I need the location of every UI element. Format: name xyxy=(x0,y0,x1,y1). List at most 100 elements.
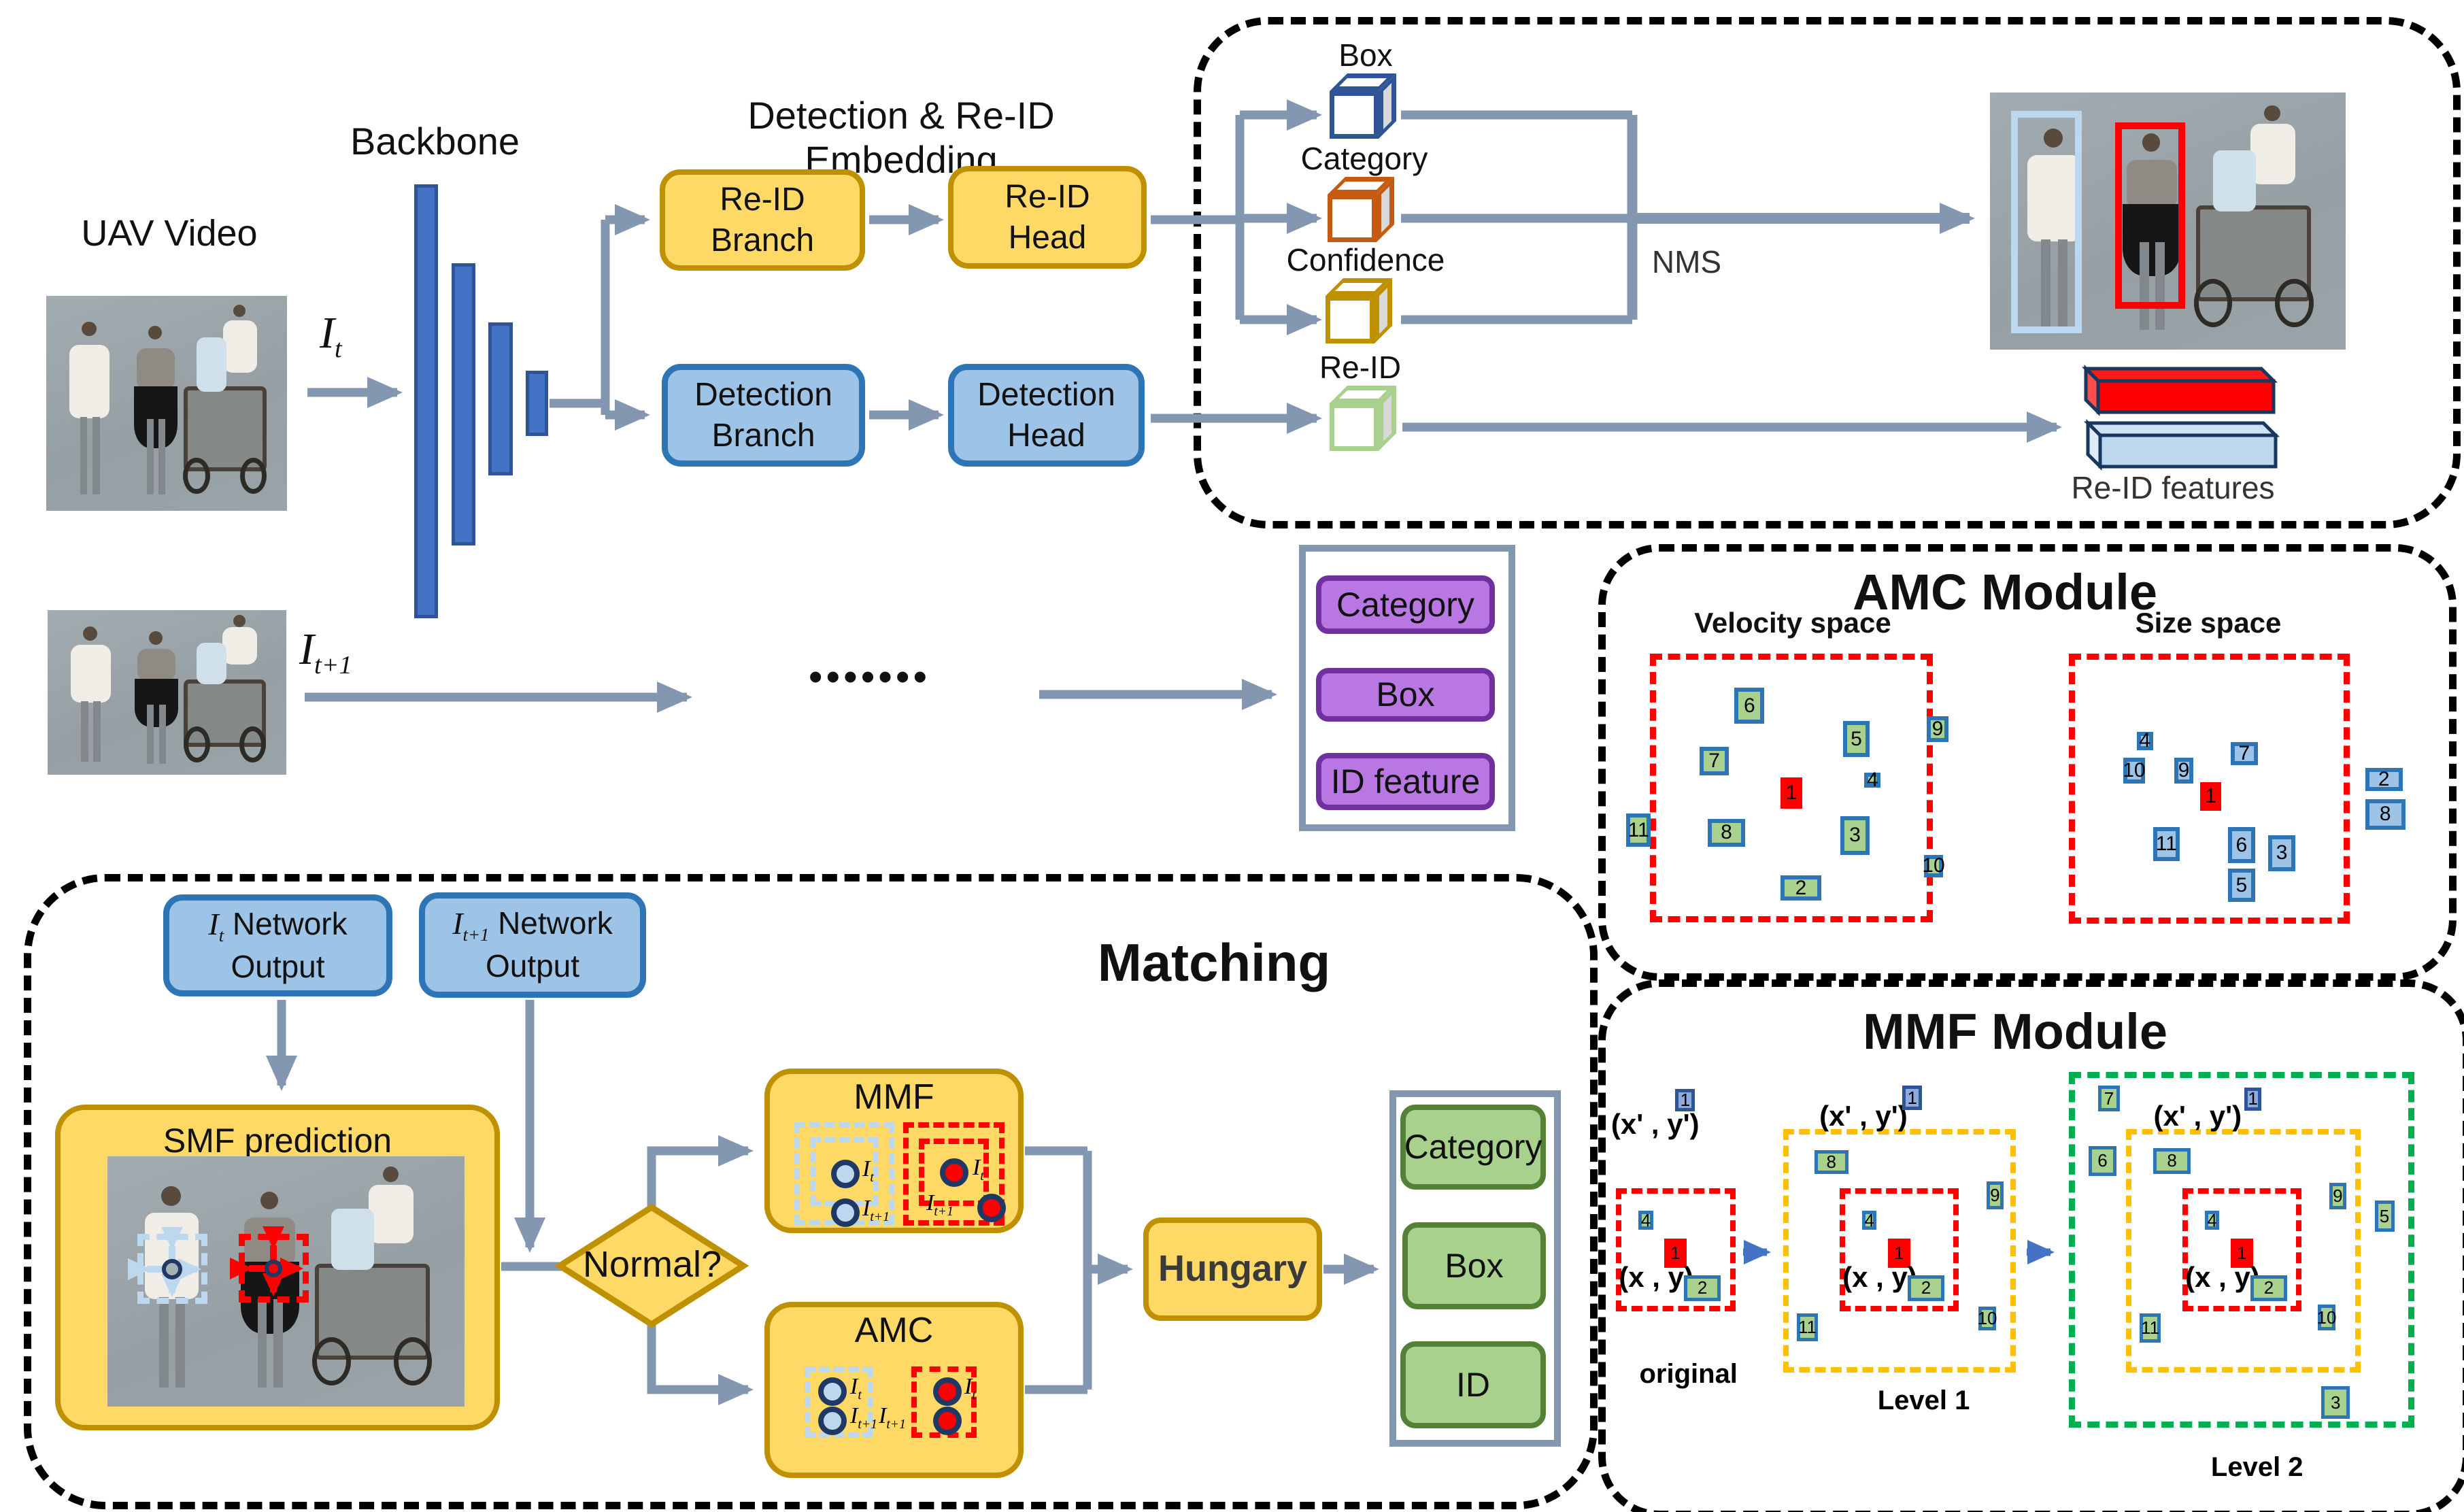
mmf-box-title: MMF xyxy=(854,1077,934,1117)
pedestrian-figure xyxy=(65,321,114,498)
reid-features-label: Re-ID features xyxy=(2071,470,2275,505)
mmf-item-dred-2 xyxy=(1616,1188,1736,1312)
embedding-output-container xyxy=(1194,17,2461,528)
reid-head-line1: Re-ID xyxy=(1005,178,1090,215)
reid-cube-icon xyxy=(1330,386,1396,451)
velocity-space-label: Velocity space xyxy=(1694,607,1891,639)
confidence-cube-icon xyxy=(1326,278,1392,343)
mmf-item-green-4-31: 4 xyxy=(2205,1210,2220,1230)
mmf-item-green-2-6: 2 xyxy=(1684,1275,1721,1301)
cube-confidence-label: Confidence xyxy=(1286,242,1445,278)
mmf-dot-red-t-label: It xyxy=(973,1155,984,1183)
rickshaw-figure xyxy=(2193,150,2314,327)
amc-dot-red-t xyxy=(933,1377,962,1406)
cube-box-label: Box xyxy=(1338,37,1393,73)
reid-head-box: Re-ID Head xyxy=(948,166,1147,269)
mmf-item-green-9-12: 9 xyxy=(1986,1181,2004,1210)
normal-decision-label: Normal? xyxy=(582,1244,722,1285)
mmf-module-container xyxy=(1598,979,2464,1512)
size-box-8: 8 xyxy=(2365,799,2406,830)
velocity-box-4: 4 xyxy=(1864,769,1881,791)
mmf-dot-blue-t xyxy=(831,1160,860,1188)
category-cube-icon xyxy=(1328,177,1394,242)
match-category-label: Category xyxy=(1404,1128,1542,1166)
smf-photo xyxy=(107,1156,465,1407)
frame-t1-symbol: It+1 xyxy=(299,624,352,680)
smf-pred-bbox-blue xyxy=(137,1234,207,1305)
rickshaw-figure xyxy=(183,643,267,763)
pedestrian-figure xyxy=(133,326,178,498)
mmf-red-inner-frame xyxy=(919,1139,989,1206)
reid-branch-box: Re-ID Branch xyxy=(660,169,865,271)
backbone-bar-4 xyxy=(526,371,548,436)
mmf-item-green-9-28: 9 xyxy=(2329,1182,2346,1210)
pedestrian-figure xyxy=(365,1166,418,1307)
mmf-dot-blue-t1-label: It+1 xyxy=(862,1196,890,1224)
mmf-item-green-11-35: 11 xyxy=(2140,1313,2161,1343)
velocity-box-5: 5 xyxy=(1842,721,1870,758)
mmf-item-dred-30 xyxy=(2182,1188,2302,1312)
match-category-box: Category xyxy=(1400,1105,1546,1190)
amc-box: AMC xyxy=(764,1302,1024,1478)
matching-title: Matching xyxy=(1097,933,1331,992)
size-box-1: 1 xyxy=(2199,782,2222,811)
mmf-item-green-11-18: 11 xyxy=(1797,1313,1818,1342)
amc-module-container xyxy=(1598,544,2457,981)
velocity-box-3: 3 xyxy=(1840,816,1870,855)
ellipsis-dots: ••••••• xyxy=(809,655,931,698)
pedestrian-figure xyxy=(133,631,179,766)
rickshaw-figure xyxy=(312,1208,433,1385)
mmf-dot-red-t1 xyxy=(977,1194,1006,1222)
mmf-item-lab2-Level2-38: Level 2 xyxy=(2210,1452,2303,1483)
t1-idfeature-box: ID feature xyxy=(1316,753,1495,810)
mmf-item-green-8-11: 8 xyxy=(1814,1150,1849,1174)
match-id-label: ID xyxy=(1456,1365,1490,1404)
pedestrian-figure xyxy=(2022,128,2086,334)
mmf-dot-red-t xyxy=(940,1158,968,1187)
mmf-dot-blue-t-label: It xyxy=(862,1156,874,1185)
mmf-item-green-7-22: 7 xyxy=(2097,1086,2121,1112)
nms-label: NMS xyxy=(1651,244,1722,280)
pedestrian-figure xyxy=(2246,105,2299,250)
backbone-bar-3 xyxy=(488,322,513,475)
t1-category-label: Category xyxy=(1336,585,1474,624)
mmf-item-green-8-26: 8 xyxy=(2153,1147,2191,1174)
velocity-box-10: 10 xyxy=(1922,854,1945,878)
detection-head-line1: Detection xyxy=(977,376,1115,413)
size-box-5: 5 xyxy=(2228,868,2255,903)
mmf-item-green-2-17: 2 xyxy=(1907,1275,1945,1301)
cube-reid-label: Re-ID xyxy=(1319,350,1402,385)
velocity-box-1: 1 xyxy=(1781,777,1802,809)
t1-box-box: Box xyxy=(1316,668,1495,722)
smf-prediction-title: SMF prediction xyxy=(163,1122,392,1160)
rickshaw-figure xyxy=(183,337,267,494)
amc-module-title: AMC Module xyxy=(1852,564,2158,620)
velocity-box-2: 2 xyxy=(1781,875,1821,901)
mmf-item-green-5-29: 5 xyxy=(2374,1200,2395,1232)
velocity-box-8: 8 xyxy=(1707,818,1746,847)
velocity-box-7: 7 xyxy=(1699,747,1729,775)
size-box-2: 2 xyxy=(2365,768,2403,792)
amc-dot-blue-t1 xyxy=(818,1407,847,1435)
it1-network-line1: It+1 Network xyxy=(452,905,613,945)
it1-network-output-box: It+1 Network Output xyxy=(419,892,646,998)
mmf-item-dyellow-27 xyxy=(2126,1129,2361,1373)
amc-dot-blue-t-label: It xyxy=(850,1374,862,1402)
track-bbox-blue xyxy=(2010,110,2082,333)
amc-dot-blue-t xyxy=(818,1377,847,1406)
mmf-item-lab-xy-8: (x' , y') xyxy=(1819,1100,1908,1132)
mmf-item-green-10-19: 10 xyxy=(1978,1307,1997,1330)
mmf-item-green-10-36: 10 xyxy=(2317,1305,2336,1330)
pedestrian-figure xyxy=(220,615,260,705)
pedestrian-figure xyxy=(220,304,260,429)
mmf-item-blue-1-9: 1 xyxy=(1902,1086,1923,1111)
mmf-item-lab2-Level1-20: Level 1 xyxy=(1877,1385,1970,1415)
detection-result-photo xyxy=(1990,93,2346,350)
uav-video-label: UAV Video xyxy=(81,213,258,254)
it-network-line1: It Network xyxy=(208,905,348,946)
mmf-module-title: MMF Module xyxy=(1862,1003,2167,1060)
match-box-label: Box xyxy=(1445,1246,1504,1285)
